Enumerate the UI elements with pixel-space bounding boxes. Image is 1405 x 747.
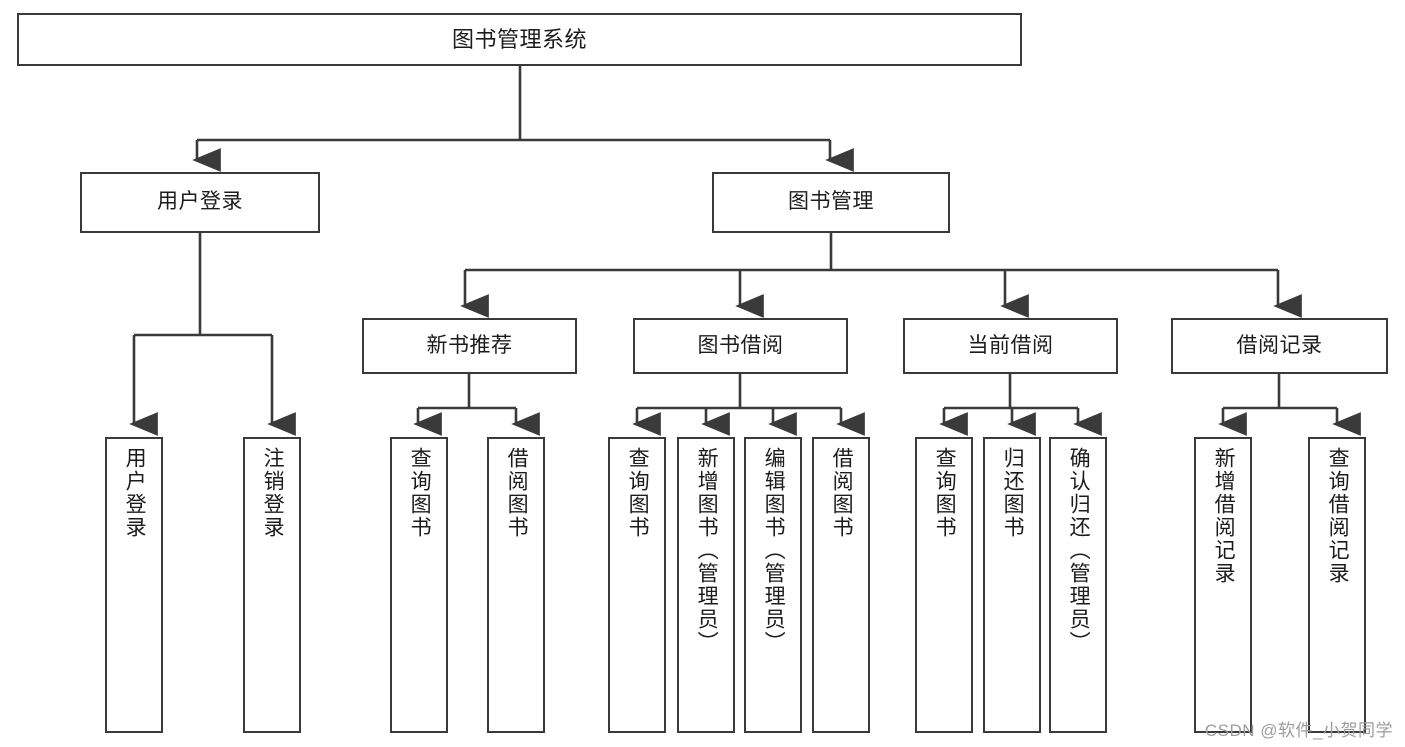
leaf-book-borrow-borrow[interactable]: 借阅图书 xyxy=(812,437,870,733)
node-label: 新增图书（管理员） xyxy=(695,447,719,654)
leaf-borrow-record-query[interactable]: 查询借阅记录 xyxy=(1308,437,1366,733)
node-root-library-system[interactable]: 图书管理系统 xyxy=(17,13,1022,66)
node-user-login[interactable]: 用户登录 xyxy=(80,172,320,233)
node-borrow-record[interactable]: 借阅记录 xyxy=(1171,318,1388,374)
node-label: 借阅图书 xyxy=(505,447,529,539)
node-label: 图书借阅 xyxy=(697,333,784,357)
node-label: 新书推荐 xyxy=(426,333,513,357)
leaf-current-borrow-query[interactable]: 查询图书 xyxy=(915,437,973,733)
node-label: 新增借阅记录 xyxy=(1212,447,1236,585)
node-label: 确认归还（管理员） xyxy=(1067,447,1091,654)
node-label: 查询图书 xyxy=(626,447,650,539)
node-new-book-recommend[interactable]: 新书推荐 xyxy=(362,318,577,374)
node-label: 图书管理系统 xyxy=(451,26,587,52)
leaf-book-borrow-query[interactable]: 查询图书 xyxy=(608,437,666,733)
node-book-borrow[interactable]: 图书借阅 xyxy=(633,318,848,374)
node-label: 编辑图书（管理员） xyxy=(762,447,786,654)
node-book-management[interactable]: 图书管理 xyxy=(712,172,950,233)
node-label: 查询借阅记录 xyxy=(1326,447,1350,585)
node-label: 借阅图书 xyxy=(830,447,854,539)
leaf-book-borrow-edit[interactable]: 编辑图书（管理员） xyxy=(744,437,802,733)
node-label: 归还图书 xyxy=(1001,447,1025,539)
node-label: 查询图书 xyxy=(933,447,957,539)
node-label: 当前借阅 xyxy=(967,333,1054,357)
node-label: 借阅记录 xyxy=(1236,333,1323,357)
node-label: 用户登录 xyxy=(123,447,147,539)
leaf-current-borrow-return[interactable]: 归还图书 xyxy=(983,437,1041,733)
leaf-current-borrow-confirm-return[interactable]: 确认归还（管理员） xyxy=(1049,437,1107,733)
watermark: CSDN @软件_小贺同学 xyxy=(1204,721,1393,740)
leaf-book-borrow-add[interactable]: 新增图书（管理员） xyxy=(677,437,735,733)
node-label: 注销登录 xyxy=(261,447,285,539)
node-current-borrow[interactable]: 当前借阅 xyxy=(903,318,1118,374)
node-label: 用户登录 xyxy=(157,190,243,214)
node-label: 图书管理 xyxy=(788,190,874,214)
leaf-new-book-query[interactable]: 查询图书 xyxy=(390,437,448,733)
leaf-user-login-logout[interactable]: 注销登录 xyxy=(243,437,301,733)
leaf-new-book-borrow[interactable]: 借阅图书 xyxy=(487,437,545,733)
leaf-borrow-record-add[interactable]: 新增借阅记录 xyxy=(1194,437,1252,733)
leaf-user-login-login[interactable]: 用户登录 xyxy=(105,437,163,733)
node-label: 查询图书 xyxy=(408,447,432,539)
